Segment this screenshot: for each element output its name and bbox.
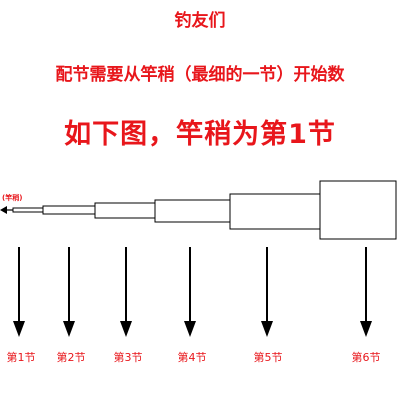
arrow-section-1 bbox=[13, 247, 25, 337]
rod-section-5 bbox=[229, 193, 321, 230]
tip-label: (竿稍) bbox=[2, 194, 23, 202]
section-label-2: 第2节 bbox=[56, 351, 86, 364]
section-label-6: 第6节 bbox=[351, 351, 381, 364]
rod-section-1 bbox=[12, 207, 44, 213]
rod-section-4 bbox=[154, 199, 231, 223]
arrow-section-4 bbox=[184, 247, 196, 337]
headline-text: 如下图，竿稍为第1节 bbox=[64, 119, 336, 150]
section-label-1: 第1节 bbox=[6, 351, 36, 364]
arrow-section-2 bbox=[63, 247, 75, 337]
arrow-section-6 bbox=[360, 247, 372, 337]
rod-section-3 bbox=[94, 202, 156, 219]
rod-section-2 bbox=[42, 205, 96, 215]
section-label-4: 第4节 bbox=[177, 351, 207, 364]
rod-section-6 bbox=[319, 180, 397, 240]
arrow-section-5 bbox=[261, 247, 273, 337]
greeting-title: 钓友们 bbox=[174, 11, 226, 31]
section-label-5: 第5节 bbox=[253, 351, 283, 364]
arrow-section-3 bbox=[120, 247, 132, 337]
instruction-text: 配节需要从竿稍（最细的一节）开始数 bbox=[55, 65, 345, 85]
section-label-3: 第3节 bbox=[113, 351, 143, 364]
rod-tip bbox=[0, 206, 7, 214]
